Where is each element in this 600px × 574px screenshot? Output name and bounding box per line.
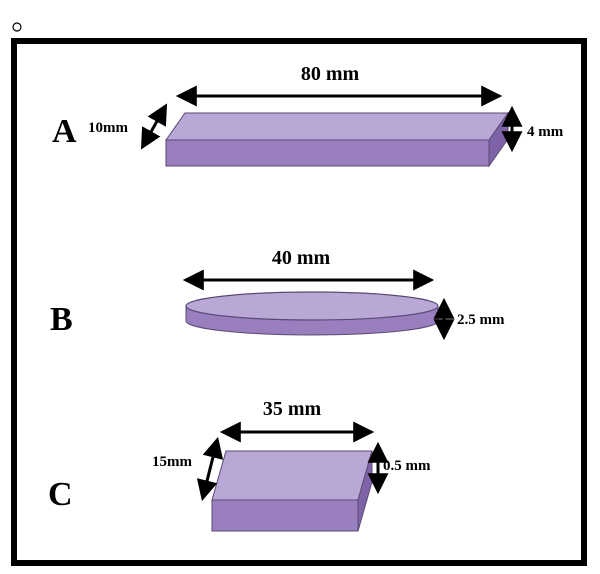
corner-marker-top xyxy=(12,22,22,32)
specimen-c-front-face xyxy=(211,499,359,532)
dimension-label-a-width: 10mm xyxy=(88,120,128,136)
specimen-c: C 35 mm 15mm 0.5 mm xyxy=(48,398,431,532)
dimension-label-c-thickness: 0.5 mm xyxy=(383,458,431,474)
specimen-a-front-face xyxy=(165,139,490,167)
specimen-a-top-face xyxy=(165,112,509,141)
dimension-label-b-diameter: 40 mm xyxy=(272,247,331,269)
dimension-label-b-thickness: 2.5 mm xyxy=(457,312,505,328)
specimen-b: B 40 mm 2.5 mm xyxy=(50,247,505,341)
dimension-arrow-a-width xyxy=(140,103,168,150)
specimen-c-top-face xyxy=(211,450,373,501)
specimen-c-label: C xyxy=(48,476,73,513)
specimen-a-label: A xyxy=(52,113,77,150)
specimen-b-label: B xyxy=(50,301,73,338)
dimension-label-a-length: 80 mm xyxy=(301,63,360,85)
dimension-label-c-length: 35 mm xyxy=(263,398,322,420)
dimension-label-c-width: 15mm xyxy=(152,454,192,470)
dimension-label-a-thickness: 4 mm xyxy=(527,124,564,140)
dimension-arrow-c-width xyxy=(196,436,224,502)
specimen-b-top-face xyxy=(185,291,439,321)
specimen-a: A 80 mm 10mm 4 mm xyxy=(52,63,564,168)
